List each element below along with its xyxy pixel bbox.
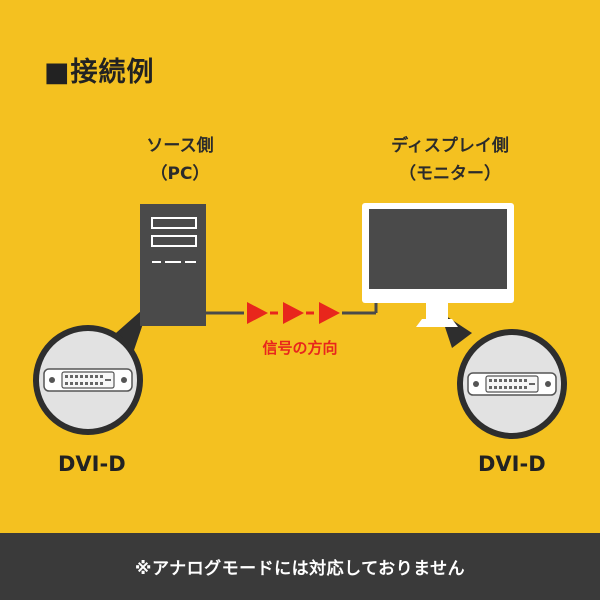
source-label: ソース側 （PC） — [100, 132, 260, 188]
footer-note: ※アナログモードには対応しておりません — [134, 559, 466, 579]
source-name: ソース側 — [146, 136, 214, 156]
monitor-icon — [362, 203, 514, 327]
right-dvi-connector-callout — [457, 329, 567, 439]
signal-direction-label: 信号の方向 — [262, 339, 338, 357]
arrow-1-icon — [247, 302, 268, 324]
arrow-2-icon — [283, 302, 304, 324]
page-title: ■接続例 — [44, 57, 155, 88]
display-name: ディスプレイ側 — [391, 136, 509, 156]
arrow-3-icon — [319, 302, 340, 324]
display-sub: （モニター） — [399, 164, 501, 184]
dvi-label-right: DVI-D — [478, 452, 546, 476]
left-dvi-connector-callout — [33, 325, 143, 435]
display-label: ディスプレイ側 （モニター） — [340, 132, 560, 188]
dvi-label-left: DVI-D — [58, 452, 126, 476]
source-sub: （PC） — [150, 164, 210, 184]
pc-tower-icon — [140, 204, 206, 326]
signal-direction-arrows — [247, 302, 340, 324]
footer-banner: ※アナログモードには対応しておりません — [0, 533, 600, 600]
